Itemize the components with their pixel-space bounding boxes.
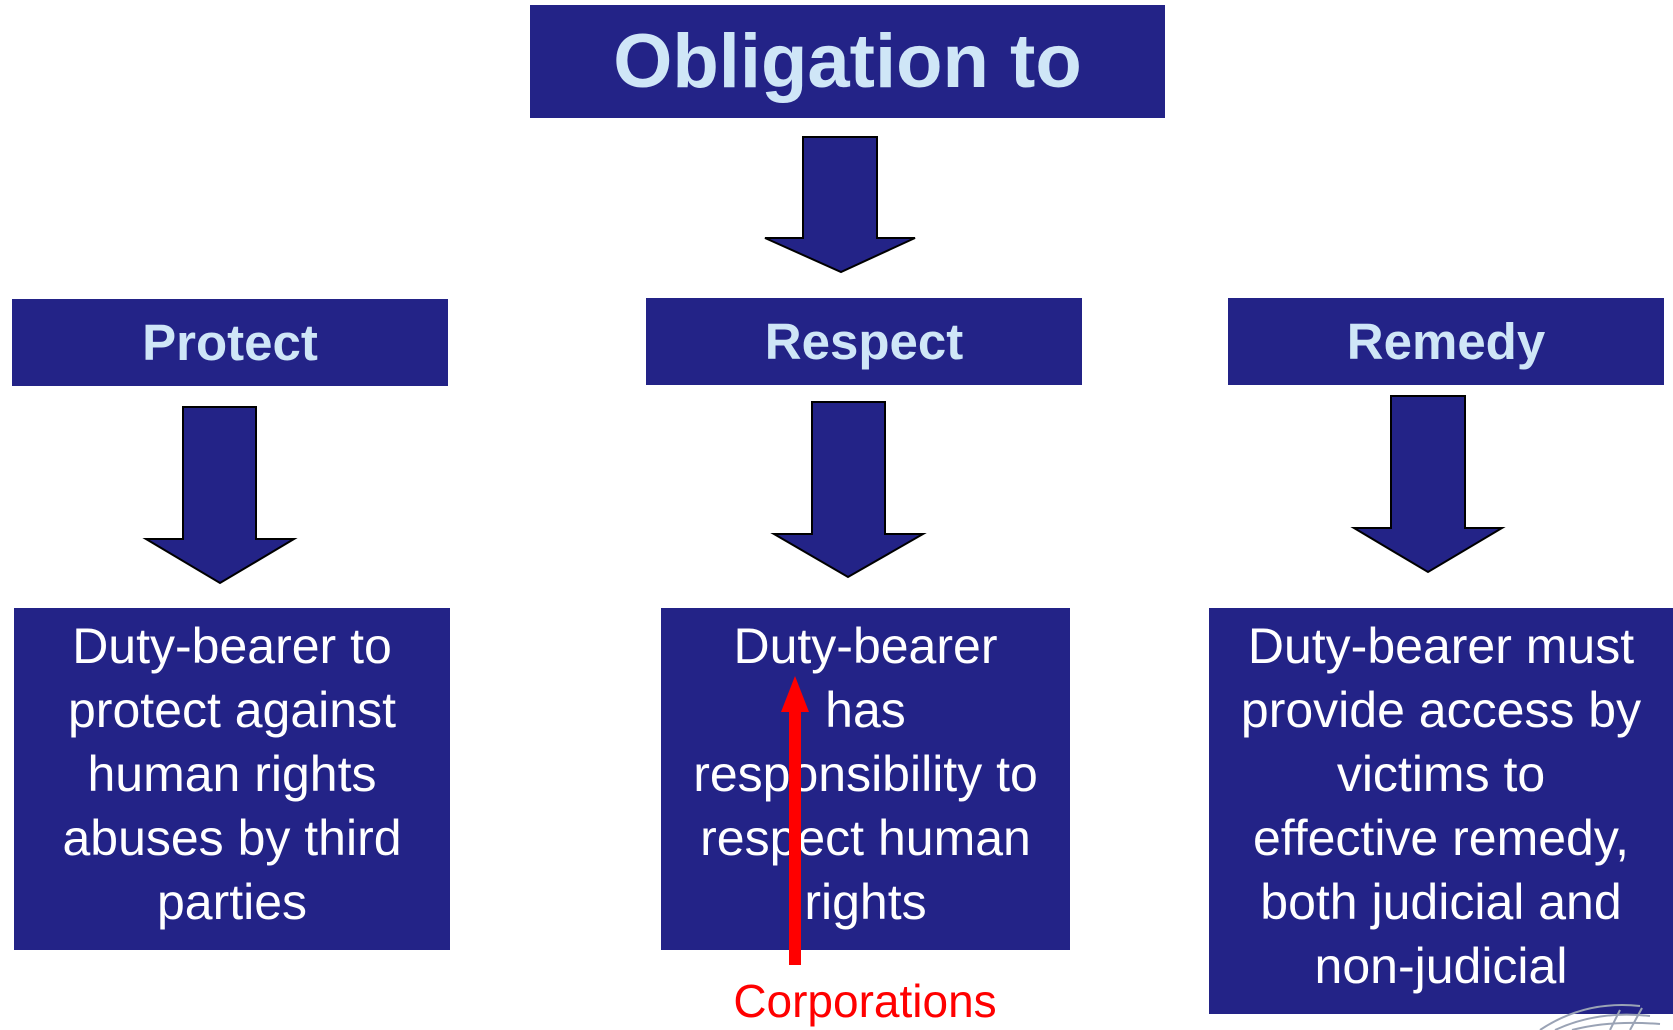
body-box-remedy: Duty-bearer must provide access by victi… [1209,608,1673,1014]
heading-respect: Respect [764,313,964,370]
body-line: both judicial and [1260,874,1622,930]
body-line: Duty-bearer must [1247,618,1635,674]
heading-box-respect: Respect [646,298,1082,385]
body-line: victims to [1336,746,1546,802]
body-line: parties [156,874,308,930]
body-line: abuses by third [62,810,402,866]
arrow-respect-down [770,401,927,579]
corporations-label: Corporations [733,975,997,1027]
arrow-protect-down [142,406,298,585]
body-box-protect: Duty-bearer to protect against human rig… [14,608,450,950]
title-box: Obligation to [530,5,1165,118]
body-line: Duty-bearer to [72,618,392,674]
arrow-remedy-down [1350,395,1506,574]
body-line: respect human [700,810,1031,866]
body-line: has [825,682,906,738]
body-line: rights [804,874,927,930]
corner-logo-mark [1539,1004,1661,1030]
body-text-protect: Duty-bearer to protect against human rig… [62,614,401,934]
arrow-title-to-respect [764,136,916,274]
body-line: provide access by [1240,682,1642,738]
heading-remedy: Remedy [1346,313,1546,370]
corporations-pointer-arrow [781,676,809,965]
body-line: human rights [87,746,377,802]
body-line: protect against [68,682,396,738]
body-text-remedy: Duty-bearer must provide access by victi… [1241,614,1641,998]
body-line: non-judicial [1314,938,1568,994]
body-line: responsibility to [693,746,1038,802]
body-text-respect: Duty-bearer has responsibility to respec… [693,614,1038,934]
heading-box-remedy: Remedy [1228,298,1664,385]
heading-box-protect: Protect [12,299,448,386]
body-box-respect: Duty-bearer has responsibility to respec… [661,608,1070,950]
body-line: Duty-bearer [733,618,998,674]
body-line: effective remedy, [1252,810,1630,866]
page-title: Obligation to [613,19,1082,104]
heading-protect: Protect [142,314,318,371]
